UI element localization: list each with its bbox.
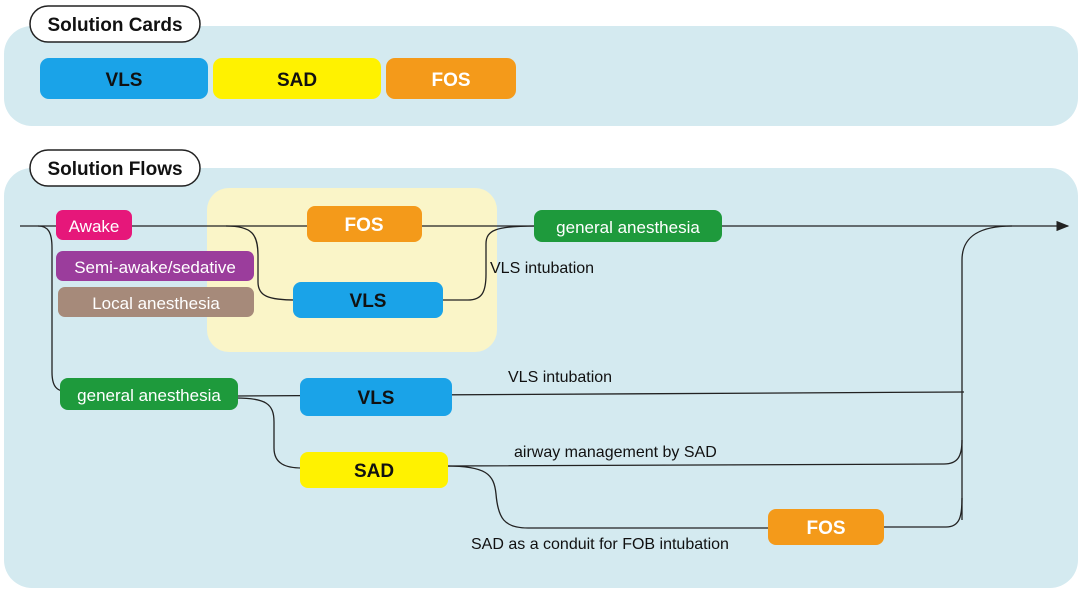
card-fos[interactable]: FOS [386,58,516,99]
sad-to-fos-path [445,465,770,529]
ga-sad-airway-label: airway management by SAD [514,444,717,461]
start-trunk [37,225,71,393]
ga-fos-node[interactable]: FOS [768,509,884,545]
svg-text:SAD: SAD [354,461,394,482]
svg-text:general anesthesia: general anesthesia [77,386,221,405]
flows-title: Solution Flows [47,159,182,180]
svg-text:Local anesthesia: Local anesthesia [92,294,220,313]
svg-text:FOS: FOS [806,518,845,539]
ga-to-sad-path [235,397,303,469]
card-vls[interactable]: VLS [40,58,208,99]
cards-panel [4,26,1078,126]
ga-conduit-label: SAD as a conduit for FOB intubation [471,536,729,553]
card-sad[interactable]: SAD [213,58,381,99]
mode-semi-awake[interactable]: Semi-awake/sedative [56,251,254,281]
svg-text:FOS: FOS [344,215,383,236]
awake-general-anesthesia-node[interactable]: general anesthesia [534,210,722,242]
svg-text:VLS: VLS [350,291,387,312]
svg-text:VLS: VLS [106,70,143,91]
svg-text:general anesthesia: general anesthesia [556,218,700,237]
svg-text:Semi-awake/sedative: Semi-awake/sedative [74,258,236,277]
merge-vertical-path [961,225,1013,520]
mode-awake[interactable]: Awake [56,210,132,240]
ga-vls-intubation-label: VLS intubation [508,369,612,386]
awake-to-vls-path [225,225,297,301]
awake-vls-intubation-label: VLS intubation [490,260,594,277]
cards-title-tab: Solution Cards [29,5,201,43]
awake-vls-node[interactable]: VLS [293,282,443,318]
cards-title: Solution Cards [47,15,182,36]
svg-text:SAD: SAD [277,70,317,91]
svg-text:VLS: VLS [358,388,395,409]
awake-fos-node[interactable]: FOS [307,206,422,242]
flows-title-tab: Solution Flows [29,149,201,187]
vls-to-ga-path [440,225,537,301]
ga-sad-node[interactable]: SAD [300,452,448,488]
svg-text:FOS: FOS [431,70,470,91]
ga-general-anesthesia-node[interactable]: general anesthesia [60,378,238,410]
svg-text:Awake: Awake [69,217,120,236]
ga-vls-node[interactable]: VLS [300,378,452,416]
mode-local-anesthesia[interactable]: Local anesthesia [58,287,254,317]
